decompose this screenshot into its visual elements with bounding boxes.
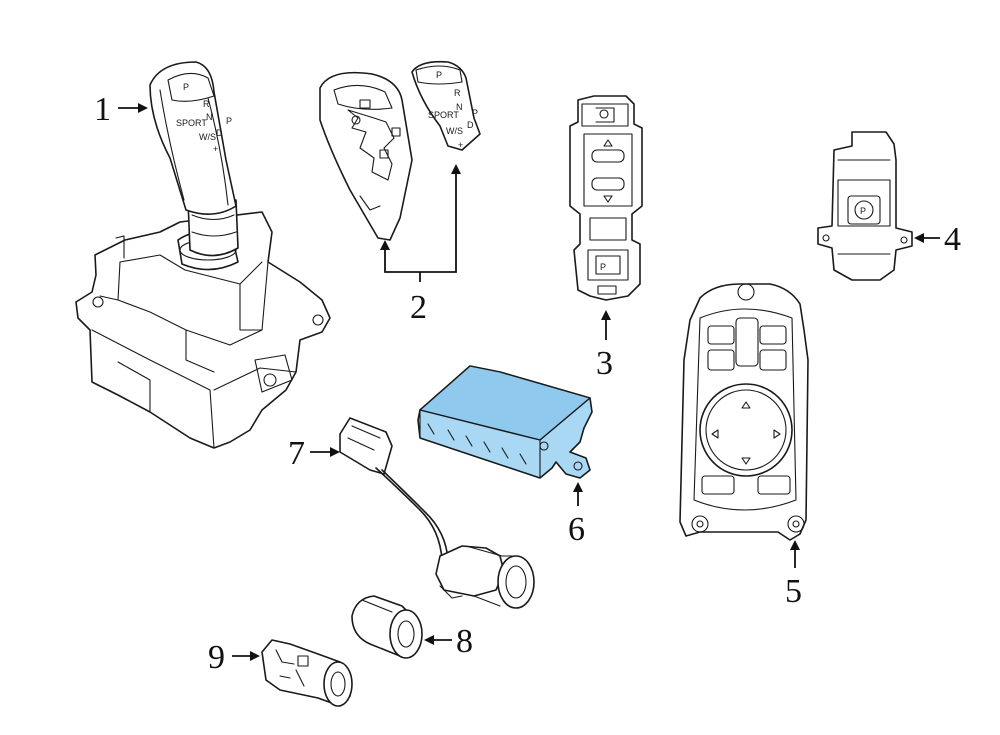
knob-label-r: R	[203, 99, 210, 109]
part-8-lighter-insert[interactable]	[351, 595, 423, 659]
callout-7: 7	[288, 435, 305, 472]
callout-2: 2	[410, 289, 427, 326]
callout-arrows	[118, 103, 940, 661]
trim-label-n: N	[456, 102, 463, 112]
callout-6: 6	[568, 511, 585, 548]
knob-label-d: D	[216, 128, 223, 138]
part-1-gear-shifter-assembly[interactable]: P R N SPORT W/S D P +	[75, 61, 331, 449]
trim-label-p: P	[436, 70, 442, 80]
part-5-idrive-controller[interactable]	[679, 283, 809, 541]
knob-label-p: P	[183, 82, 189, 92]
knob-label-sport: SPORT	[176, 118, 207, 128]
trim-label-p2: P	[472, 108, 478, 118]
callout-3: 3	[596, 345, 613, 382]
callout-1: 1	[94, 91, 111, 128]
part-7-socket-harness[interactable]	[339, 417, 535, 609]
knob-label-p2: P	[226, 116, 232, 126]
part-2-selector-knob-trims[interactable]: P R N SPORT W/S D P +	[319, 60, 481, 241]
knob-label-ws: W/S	[199, 132, 216, 142]
knob-label-n: N	[206, 112, 213, 122]
switch-label-p: P	[600, 262, 606, 272]
brake-label-p: P	[860, 206, 866, 216]
part-3-switch-panel[interactable]: P	[569, 95, 643, 301]
callout-8: 8	[456, 623, 473, 660]
trim-label-ws: W/S	[446, 126, 463, 136]
trim-label-sport: SPORT	[428, 110, 459, 120]
callout-4: 4	[944, 221, 961, 258]
part-4-parking-brake-switch[interactable]: P	[817, 131, 913, 281]
part-6-control-module[interactable]	[417, 365, 593, 479]
trim-label-plus: +	[458, 140, 463, 150]
trim-label-r: R	[454, 88, 461, 98]
callout-9: 9	[208, 639, 225, 676]
callout-5: 5	[785, 573, 802, 610]
part-9-socket-housing[interactable]	[261, 639, 353, 707]
trim-label-d: D	[467, 120, 474, 130]
knob-label-plus: +	[213, 144, 218, 154]
